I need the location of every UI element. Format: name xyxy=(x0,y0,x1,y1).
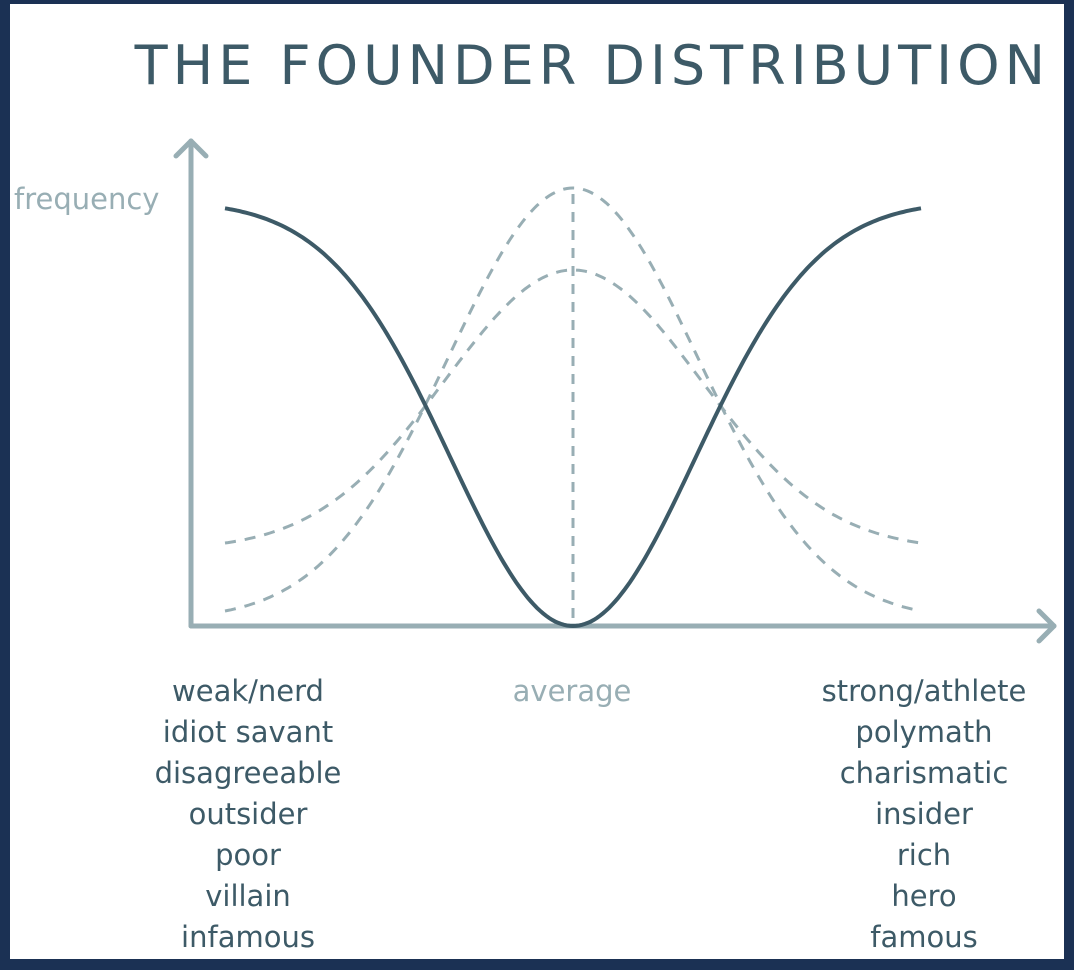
left-label: infamous xyxy=(181,920,315,954)
y-axis-arrowhead xyxy=(173,138,209,159)
average-label: average xyxy=(512,674,632,708)
left-label: poor xyxy=(215,838,281,872)
right-label: insider xyxy=(875,797,973,831)
founder-curve xyxy=(224,206,922,629)
population-curve-short xyxy=(224,268,922,545)
right-label: hero xyxy=(891,879,957,913)
y-axis-label: frequency xyxy=(14,182,160,216)
distribution-diagram xyxy=(173,138,1057,644)
right-label: famous xyxy=(870,920,978,954)
right-label: charismatic xyxy=(839,756,1009,790)
diagram-frame: THE FOUNDER DISTRIBUTION frequency avera… xyxy=(10,4,1064,959)
axes xyxy=(173,138,1057,644)
left-label: villain xyxy=(205,879,291,913)
left-label: disagreeable xyxy=(154,756,342,790)
right-label: strong/athlete xyxy=(821,674,1027,708)
right-trait-labels: strong/athlete polymath charismatic insi… xyxy=(774,671,1064,958)
left-trait-labels: weak/nerd idiot savant disagreeable outs… xyxy=(98,671,398,958)
right-label: rich xyxy=(896,838,952,872)
left-label: outsider xyxy=(188,797,308,831)
left-label: idiot savant xyxy=(162,715,334,749)
population-curve-tall xyxy=(224,186,922,613)
page-title: THE FOUNDER DISTRIBUTION xyxy=(134,34,1050,97)
x-axis-arrowhead xyxy=(1036,608,1057,644)
left-label: weak/nerd xyxy=(172,674,324,708)
right-label: polymath xyxy=(855,715,993,749)
